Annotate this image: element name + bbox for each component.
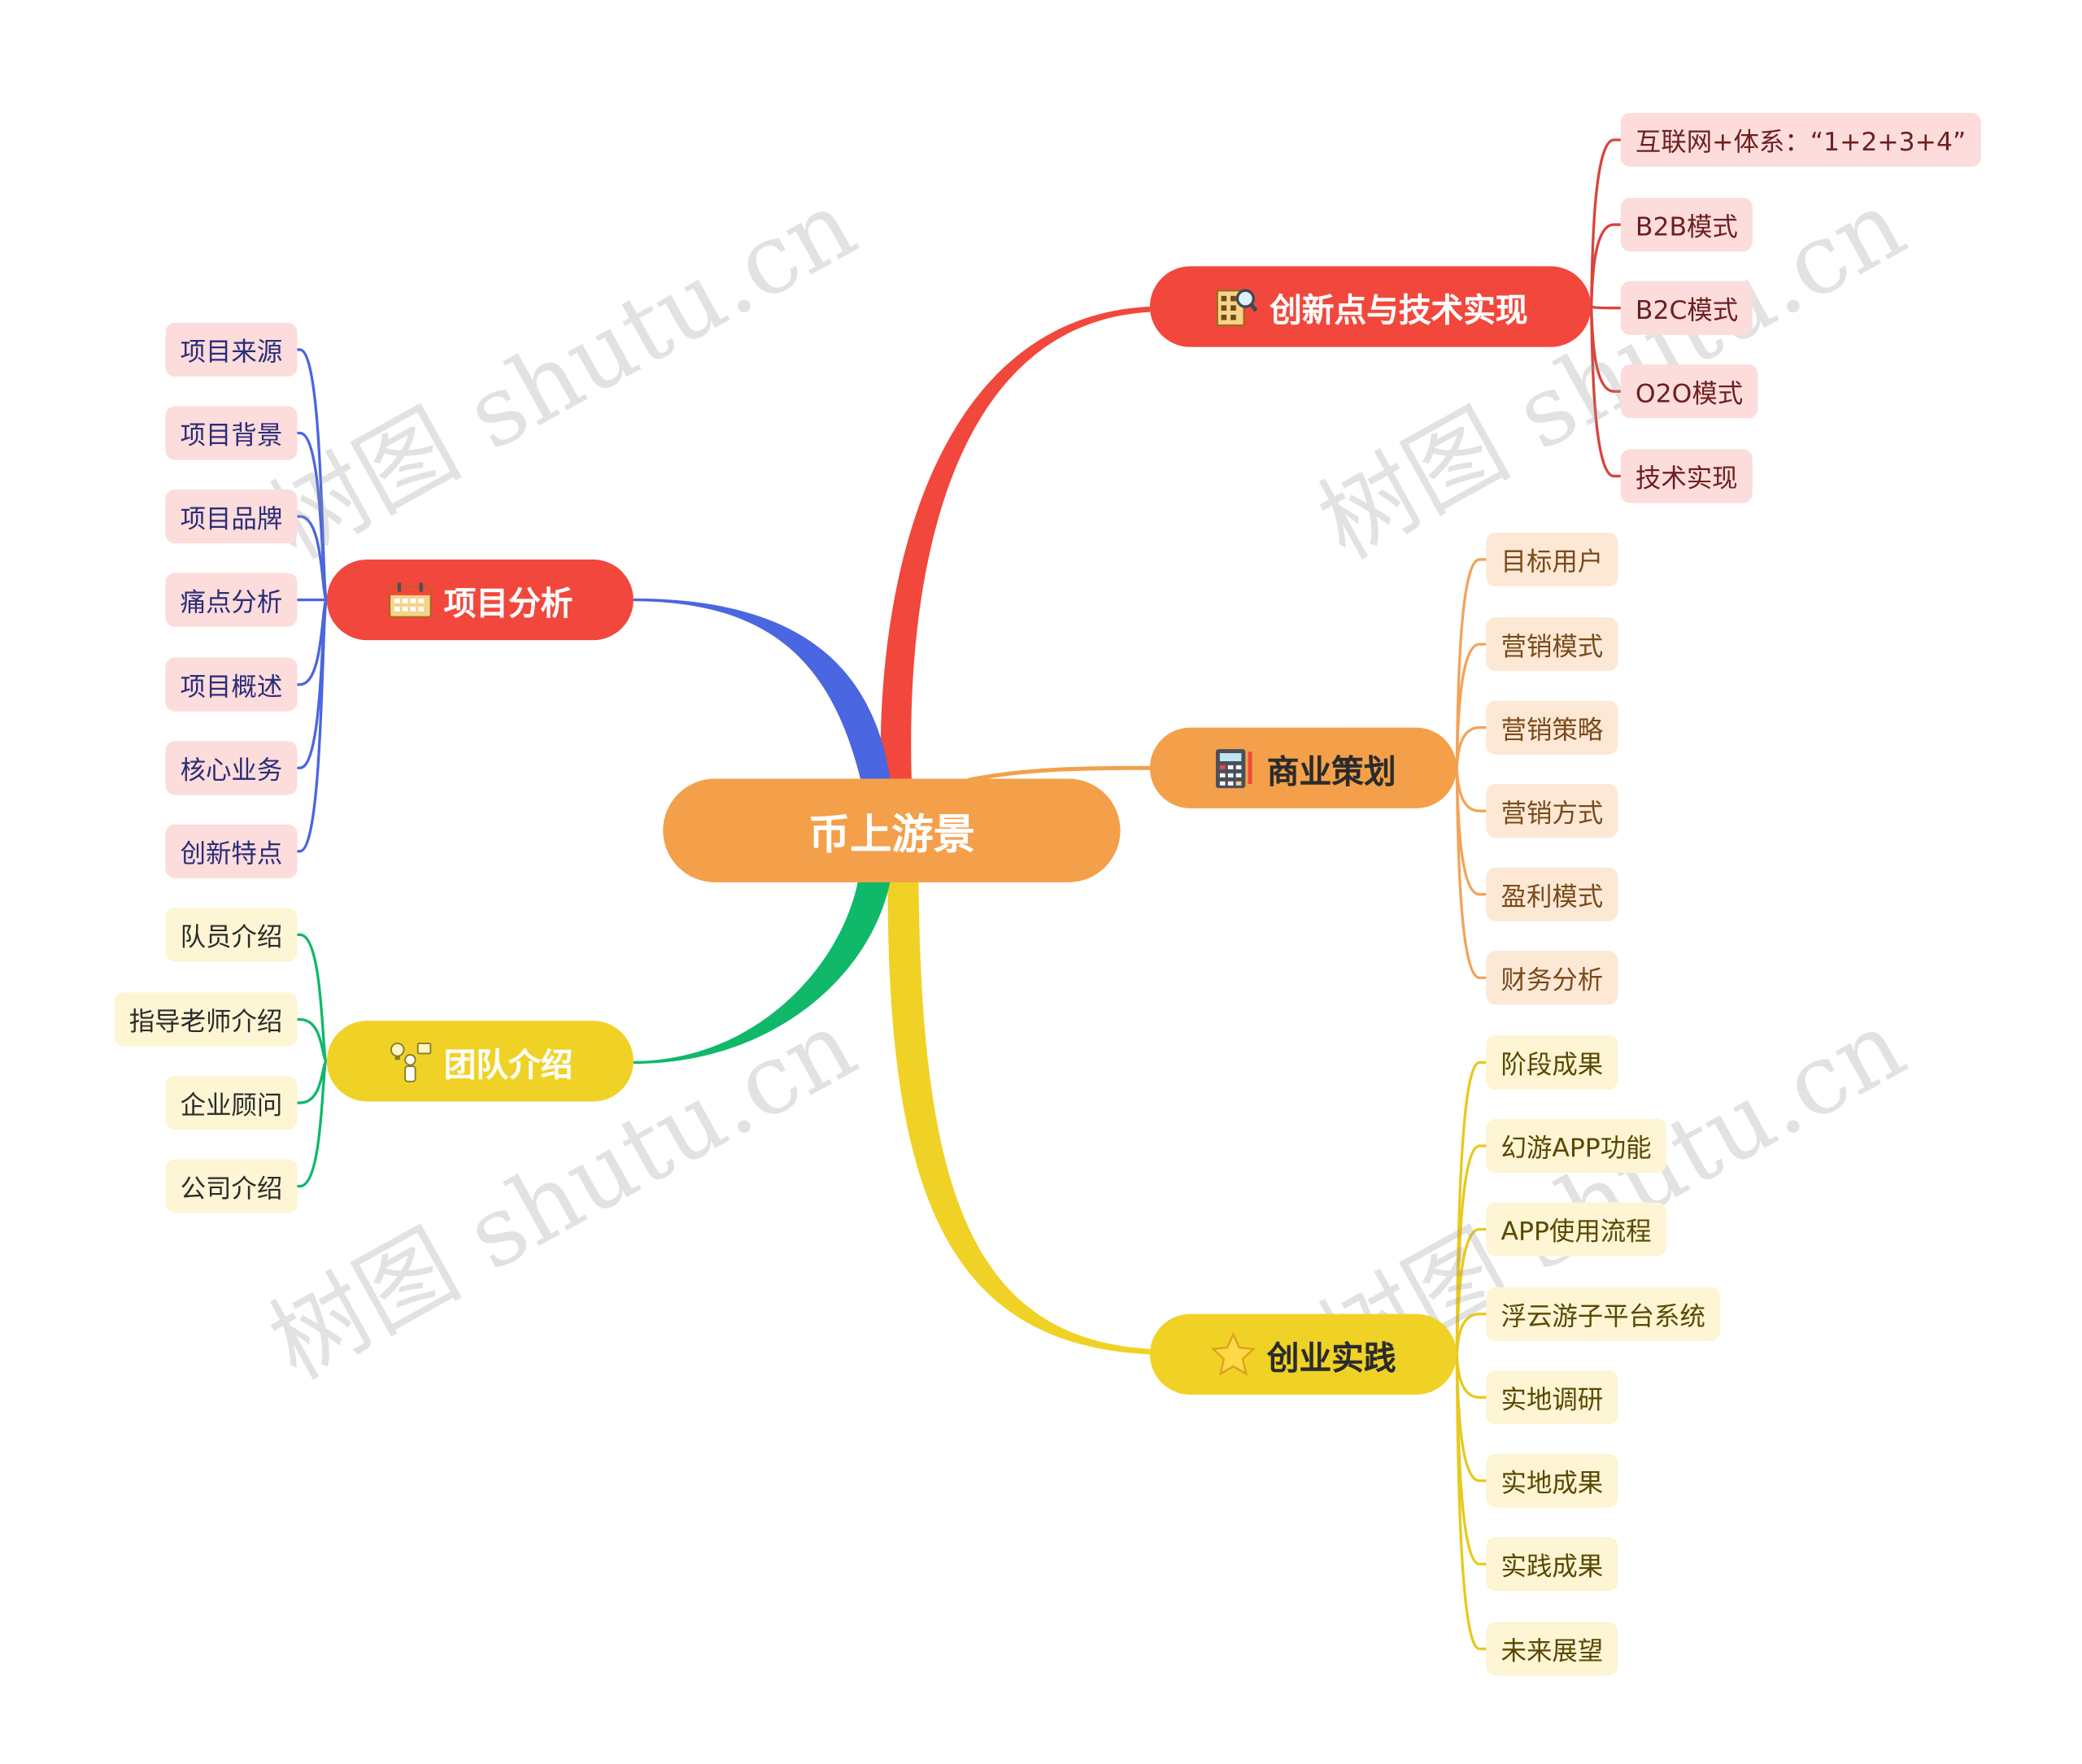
- link-practice-leaf-4: [1455, 1313, 1491, 1356]
- link-team-leaf-1: [297, 933, 329, 1063]
- calculator-icon: [1210, 745, 1256, 791]
- branch-innovation[interactable]: 创新点与技术实现: [1149, 266, 1592, 347]
- root-topic[interactable]: 币上游景: [663, 778, 1121, 882]
- leaf-innovation-1[interactable]: 互联网+体系：“1+2+3+4”: [1620, 112, 1981, 168]
- link-practice-leaf-6: [1455, 1352, 1491, 1483]
- leaf-team-4[interactable]: 公司介绍: [165, 1159, 298, 1213]
- leaf-practice-7[interactable]: 实践成果: [1486, 1537, 1618, 1592]
- leaf-analysis-4[interactable]: 痛点分析: [165, 573, 298, 627]
- leaf-business-6[interactable]: 财务分析: [1486, 951, 1618, 1005]
- leaf-innovation-4[interactable]: O2O模式: [1620, 364, 1758, 419]
- leaf-business-1[interactable]: 目标用户: [1486, 532, 1618, 587]
- link-practice-leaf-5: [1455, 1352, 1491, 1399]
- link-business-leaf-1: [1455, 558, 1491, 769]
- link-root-innovation: [880, 307, 1150, 787]
- link-innovation-leaf-4: [1589, 305, 1625, 393]
- branch-team-label: 团队介绍: [443, 1045, 573, 1084]
- link-practice-leaf-3: [1455, 1227, 1491, 1356]
- leaf-business-5[interactable]: 盈利模式: [1486, 867, 1618, 921]
- building-search-icon: [1213, 284, 1259, 329]
- branch-team[interactable]: 团队介绍: [326, 1021, 634, 1102]
- link-innovation-leaf-2: [1589, 223, 1625, 308]
- leaf-practice-3[interactable]: APP使用流程: [1486, 1202, 1666, 1257]
- link-team-leaf-4: [297, 1060, 329, 1188]
- leaf-practice-8[interactable]: 未来展望: [1486, 1622, 1618, 1676]
- leaf-analysis-5[interactable]: 项目概述: [165, 657, 298, 712]
- branch-analysis[interactable]: 项目分析: [326, 559, 634, 641]
- team-idea-icon: [387, 1039, 433, 1084]
- link-business-leaf-2: [1455, 642, 1491, 769]
- leaf-team-2[interactable]: 指导老师介绍: [114, 992, 298, 1047]
- root-topic-label: 币上游景: [808, 811, 975, 860]
- leaf-analysis-2[interactable]: 项目背景: [165, 406, 298, 460]
- link-root-practice: [887, 881, 1150, 1355]
- leaf-team-1[interactable]: 队员介绍: [165, 908, 298, 962]
- leaf-practice-4[interactable]: 浮云游子平台系统: [1486, 1287, 1721, 1341]
- leaf-team-3[interactable]: 企业顾问: [165, 1075, 298, 1130]
- branch-practice-label: 创业实践: [1266, 1339, 1396, 1377]
- link-analysis-leaf-3: [297, 515, 329, 602]
- leaf-innovation-5[interactable]: 技术实现: [1620, 449, 1753, 503]
- leaf-business-3[interactable]: 营销策略: [1486, 700, 1618, 755]
- link-innovation-leaf-5: [1589, 305, 1625, 478]
- link-business-leaf-6: [1455, 766, 1491, 979]
- link-root-analysis: [633, 598, 891, 781]
- leaf-innovation-3[interactable]: B2C模式: [1620, 281, 1753, 335]
- leaf-analysis-1[interactable]: 项目来源: [165, 322, 298, 377]
- leaf-practice-2[interactable]: 幻游APP功能: [1486, 1118, 1666, 1174]
- branch-analysis-label: 项目分析: [443, 584, 573, 622]
- link-business-leaf-3: [1455, 725, 1491, 769]
- calendar-icon: [387, 577, 433, 622]
- branch-business-label: 商业策划: [1266, 752, 1396, 791]
- link-root-business: [968, 765, 1150, 782]
- link-practice-leaf-8: [1455, 1352, 1491, 1651]
- star-icon: [1210, 1331, 1257, 1377]
- link-root-team: [633, 881, 891, 1065]
- leaf-innovation-2[interactable]: B2B模式: [1620, 198, 1753, 252]
- branch-business[interactable]: 商业策划: [1149, 727, 1457, 808]
- link-business-leaf-4: [1455, 766, 1491, 812]
- link-business-leaf-5: [1455, 766, 1491, 896]
- branch-practice[interactable]: 创业实践: [1149, 1313, 1457, 1395]
- link-innovation-leaf-3: [1591, 305, 1625, 310]
- link-team-leaf-2: [297, 1017, 329, 1063]
- branch-innovation-label: 创新点与技术实现: [1270, 291, 1528, 329]
- leaf-practice-5[interactable]: 实地调研: [1486, 1370, 1618, 1425]
- link-analysis-leaf-7: [297, 598, 329, 853]
- leaf-business-4[interactable]: 营销方式: [1486, 784, 1618, 838]
- leaf-practice-1[interactable]: 阶段成果: [1486, 1035, 1618, 1090]
- leaf-analysis-6[interactable]: 核心业务: [165, 741, 298, 795]
- leaf-analysis-7[interactable]: 创新特点: [165, 824, 298, 878]
- leaf-practice-6[interactable]: 实地成果: [1486, 1453, 1618, 1508]
- leaf-analysis-3[interactable]: 项目品牌: [165, 489, 298, 544]
- leaf-business-2[interactable]: 营销模式: [1486, 617, 1618, 672]
